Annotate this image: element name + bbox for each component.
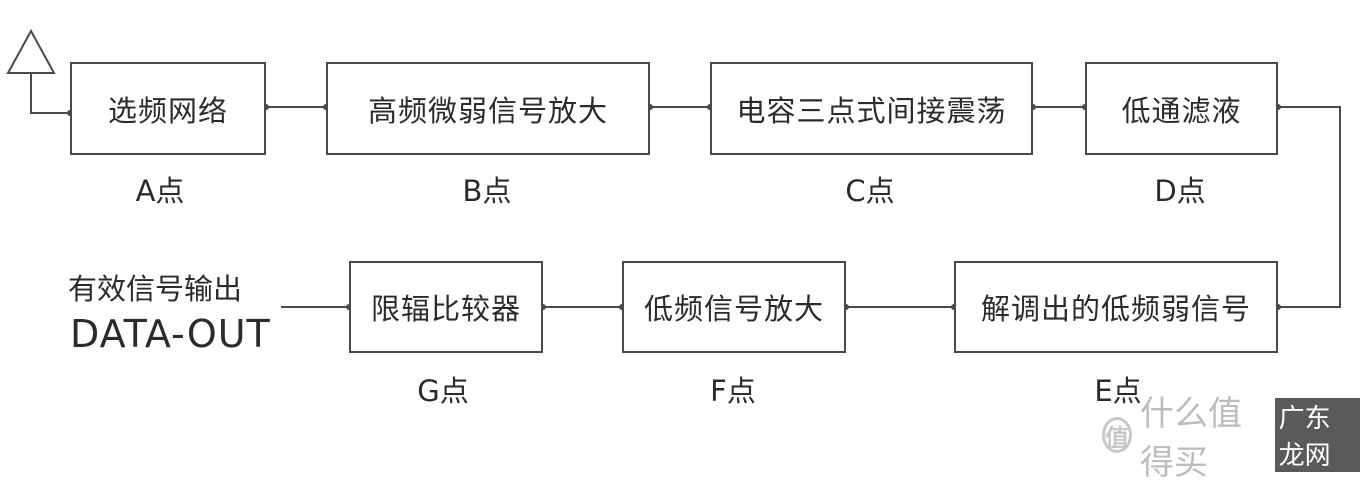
block-label: 限辐比较器	[370, 292, 521, 326]
block-label: 选频网络	[107, 93, 228, 128]
block-hf-amplifier: 高频微弱信号放大	[326, 62, 650, 155]
watermark-text: 什么值得买	[1140, 394, 1242, 483]
block-select-freq-network: 选频网络	[70, 62, 266, 155]
output-label-cn: 有效信号输出	[68, 272, 243, 306]
watermark-badge-icon: 值	[1102, 417, 1132, 453]
block-label: 电容三点式间接震荡	[736, 93, 1007, 128]
watermark-name: 广东龙网	[1274, 398, 1360, 472]
watermark: 值 什么值得买 广东龙网	[1102, 386, 1360, 484]
point-label-c: C点	[845, 174, 895, 208]
block-lowpass-filter: 低通滤液	[1085, 62, 1278, 155]
point-label-d: D点	[1154, 174, 1206, 208]
output-label-en: DATA-OUT	[70, 312, 271, 356]
wire-d-e	[1278, 106, 1341, 308]
antenna-feed-wire	[30, 73, 70, 114]
block-oscillator: 电容三点式间接震荡	[710, 62, 1033, 155]
point-label-g: G点	[417, 374, 469, 408]
point-label-e: E点	[1094, 374, 1142, 408]
block-demodulated-signal: 解调出的低频弱信号	[954, 261, 1278, 353]
point-label-a: A点	[135, 174, 185, 208]
antenna-symbol	[6, 28, 56, 74]
block-label: 低通滤液	[1121, 93, 1242, 128]
block-limiter-comparator: 限辐比较器	[349, 261, 543, 353]
block-label: 低频信号放大	[643, 292, 824, 326]
point-label-b: B点	[462, 174, 512, 208]
point-label-f: F点	[710, 374, 756, 408]
block-label: 解调出的低频弱信号	[980, 292, 1251, 326]
block-label: 高频微弱信号放大	[367, 93, 608, 128]
block-lf-amplifier: 低频信号放大	[622, 261, 846, 353]
